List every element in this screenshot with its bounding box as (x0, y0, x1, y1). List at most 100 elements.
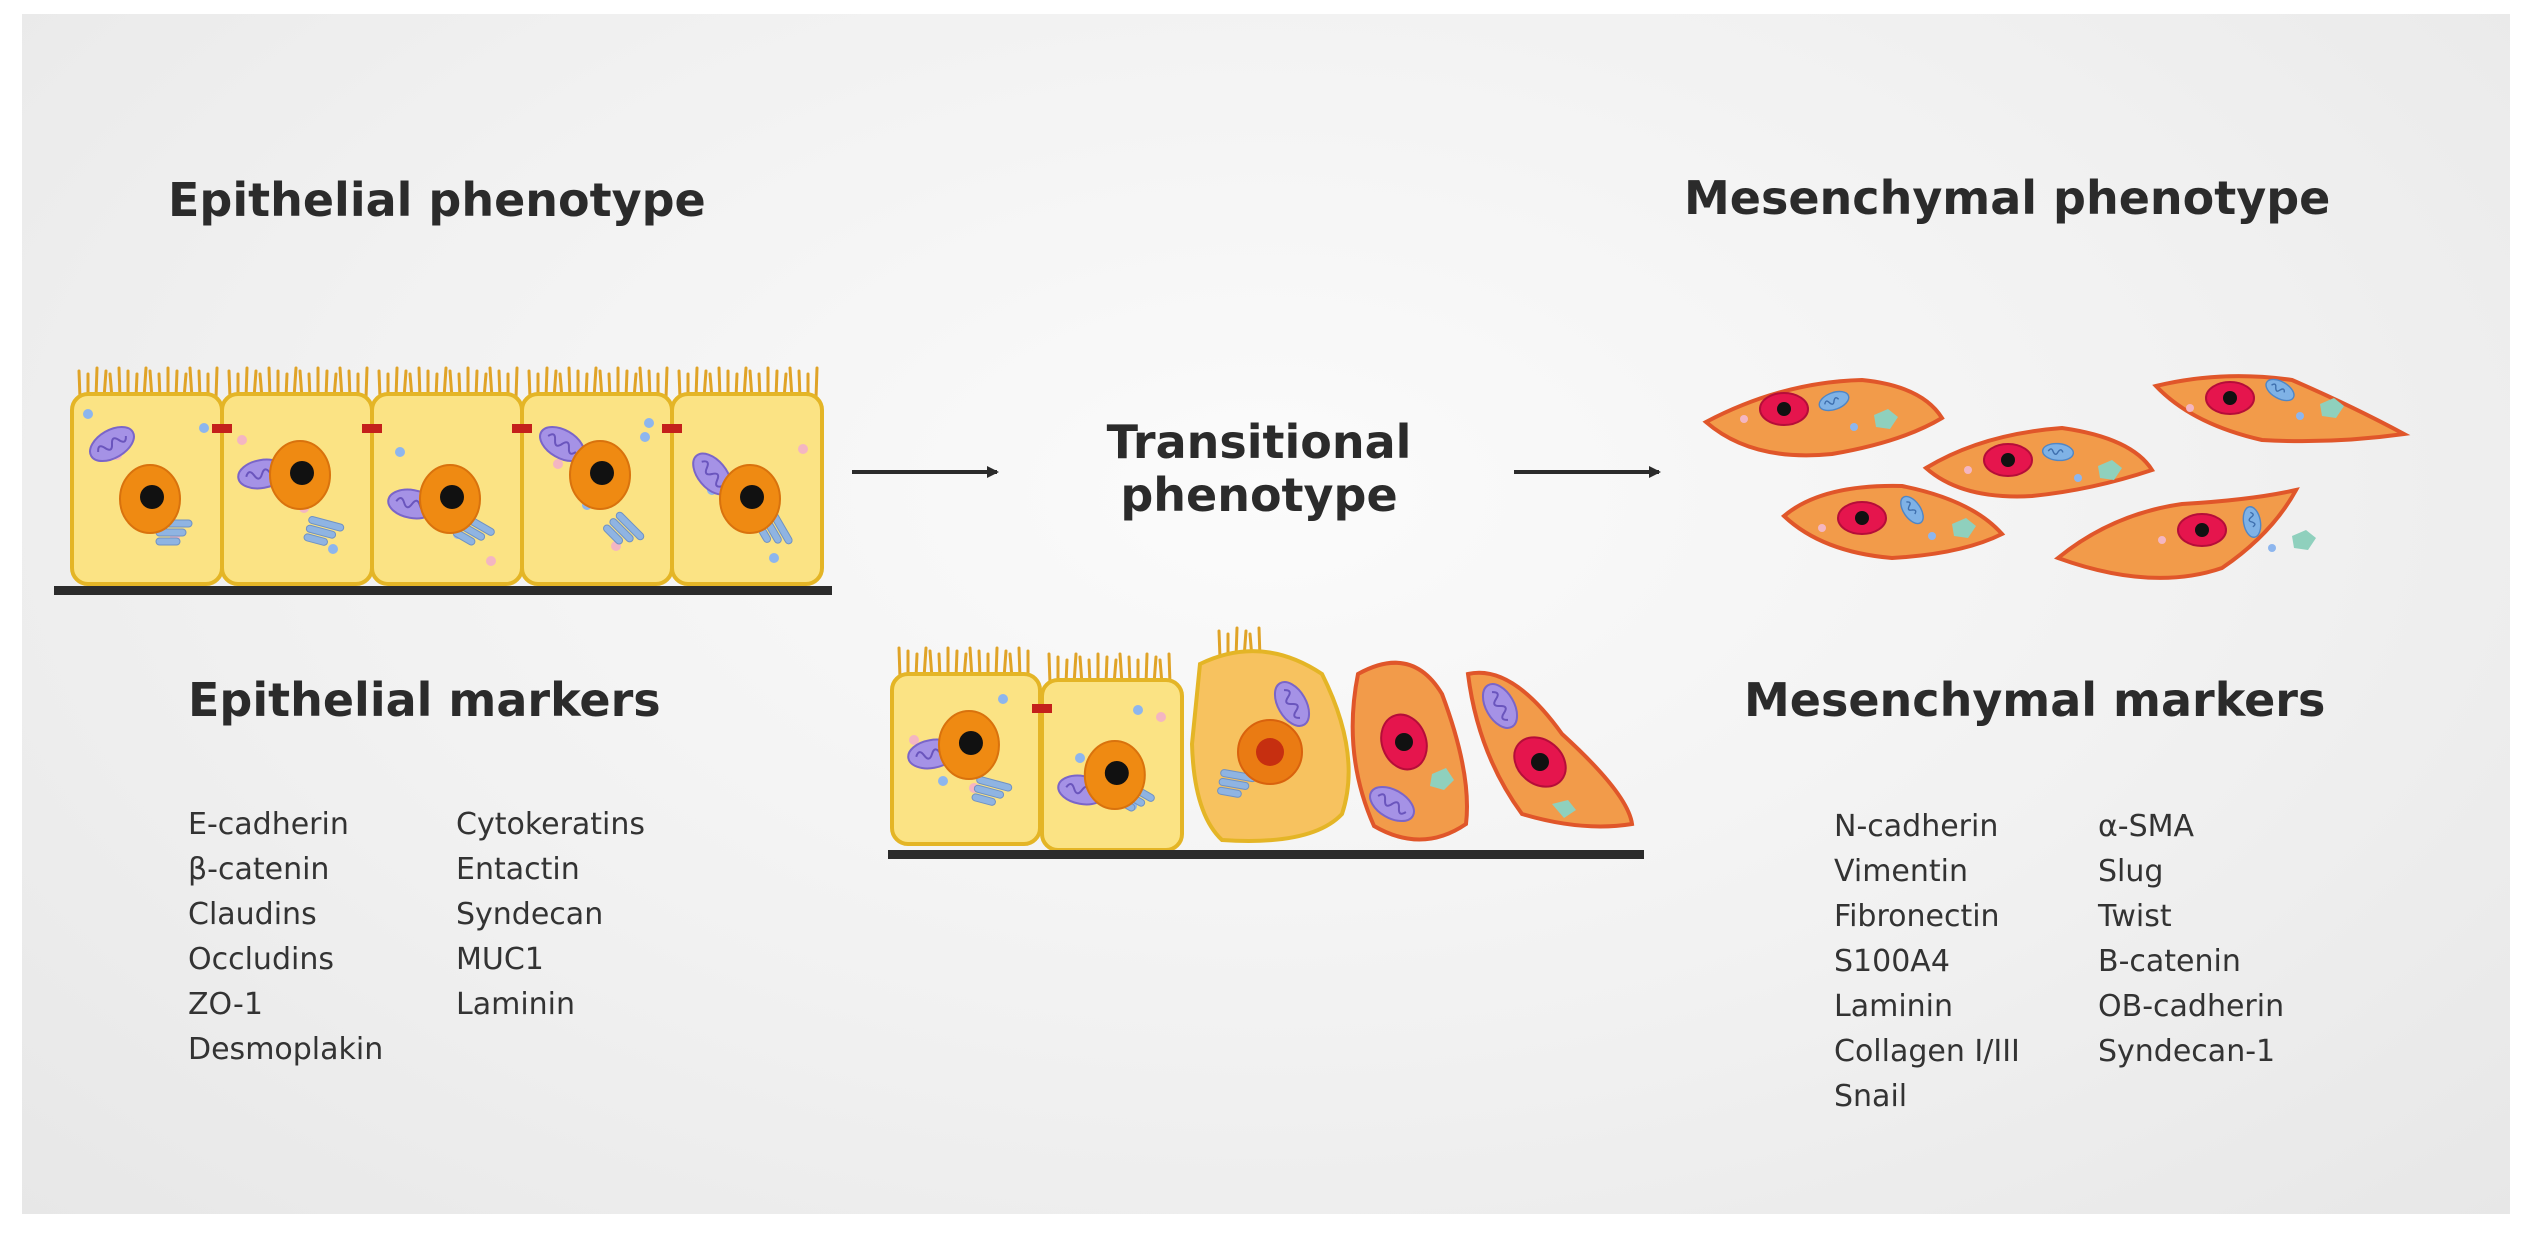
golgi-cisterna (609, 518, 634, 543)
marker-item: Entactin (456, 852, 580, 887)
epithelial-cell (70, 366, 224, 586)
mitochondrion (1273, 681, 1311, 727)
tight-junction (212, 424, 232, 433)
endoplasmic-reticulum (2320, 398, 2344, 418)
nucleolus (740, 485, 764, 509)
mitochondrion (2041, 442, 2075, 462)
golgi-apparatus (603, 511, 645, 545)
golgi-cisterna (603, 524, 624, 545)
nucleolus (1256, 738, 1284, 766)
vesicle (998, 694, 1008, 704)
vesicle (395, 447, 405, 457)
marker-item: Syndecan-1 (2098, 1034, 2276, 1069)
golgi-cisterna (976, 776, 1013, 792)
vesicle (1964, 466, 1972, 474)
mitochondrion-cristae (97, 435, 127, 453)
marker-item: N-cadherin (1834, 809, 1999, 844)
nucleolus (140, 485, 164, 509)
mesenchymal-phenotype-title: Mesenchymal phenotype (1684, 171, 2331, 225)
vesicle (1133, 705, 1143, 715)
marker-item: Β-catenin (2098, 944, 2241, 979)
nucleolus (1395, 733, 1413, 751)
mesenchymal-cell (1350, 660, 1469, 842)
vesicle (2074, 474, 2082, 482)
vesicle (2268, 544, 2276, 552)
cilia (527, 366, 669, 400)
marker-item: Laminin (456, 987, 576, 1022)
vesicle (2158, 536, 2166, 544)
mitochondrion-cristae (1491, 691, 1509, 721)
vesicle (938, 776, 948, 786)
mitochondrion-cristae (547, 433, 577, 455)
epithelial-cell (890, 646, 1042, 846)
epithelial-cell (520, 366, 674, 586)
vesicle (83, 409, 93, 419)
mesenchymal-cell (1702, 377, 1945, 458)
epithelial-markers-list-2: Cytokeratins Entactin Syndecan MUC1 Lami… (456, 802, 645, 1027)
golgi-cisterna (1217, 786, 1242, 798)
epithelial-cell (370, 366, 524, 586)
vesicle (640, 432, 650, 442)
mesenchymal-cell (2053, 487, 2316, 580)
endoplasmic-reticulum (1430, 768, 1454, 790)
vesicle (1818, 524, 1826, 532)
cilia (377, 366, 519, 400)
vesicle (2186, 404, 2194, 412)
golgi-cisterna (1218, 777, 1250, 790)
marker-item: Cytokeratins (456, 807, 646, 842)
endoplasmic-reticulum (1874, 409, 1898, 429)
golgi-cisterna (971, 793, 996, 806)
nucleolus (290, 461, 314, 485)
marker-item: Fibronectin (1834, 899, 2000, 934)
epithelial-cell (220, 366, 374, 586)
nucleolus (440, 485, 464, 509)
marker-item: α-SMA (2098, 809, 2195, 844)
marker-item: E-cadherin (188, 807, 349, 842)
mitochondrion-cristae (1283, 689, 1301, 719)
mitochondrion-cristae (1824, 397, 1840, 405)
endoplasmic-reticulum (2098, 460, 2122, 480)
marker-item: Snail (1834, 1079, 1908, 1114)
mesenchymal-markers-title: Mesenchymal markers (1744, 673, 2326, 727)
golgi-cisterna (305, 524, 337, 539)
marker-item: Collagen I/III (1834, 1034, 2020, 1069)
golgi-apparatus (303, 516, 345, 546)
vesicle (2296, 412, 2304, 420)
transitional-cell-sheet (888, 626, 1644, 859)
marker-item: Slug (2098, 854, 2164, 889)
marker-item: ZO-1 (188, 987, 263, 1022)
mesenchymal-cell (1922, 425, 2156, 499)
marker-item: Occludins (188, 942, 334, 977)
endoplasmic-reticulum (1552, 800, 1576, 818)
nucleolus (2223, 391, 2237, 405)
golgi-cisterna (615, 511, 645, 541)
vesicle (644, 418, 654, 428)
marker-item: S100A4 (1834, 944, 1950, 979)
vesicle (798, 444, 808, 454)
mitochondrion-cristae (2248, 511, 2256, 528)
mesenchymal-cell-body (1780, 483, 2006, 561)
vesicle (199, 423, 209, 433)
mesenchymal-markers-list-1: N-cadherin Vimentin Fibronectin S100A4 L… (1834, 804, 2020, 1119)
epithelial-phenotype-title: Epithelial phenotype (168, 173, 706, 227)
tight-junction (362, 424, 382, 433)
vesicle (1740, 415, 1748, 423)
mitochondrion-cristae (2047, 448, 2064, 455)
mitochondrion (2265, 378, 2295, 402)
marker-item: Syndecan (456, 897, 604, 932)
cilia (1047, 652, 1172, 686)
epithelial-markers-list-1: E-cadherin β-catenin Claudins Occludins … (188, 802, 383, 1072)
mitochondrion (1481, 683, 1519, 729)
mitochondrion (1818, 390, 1850, 412)
golgi-apparatus (1217, 769, 1257, 798)
cilia (677, 366, 819, 400)
mitochondrion (1900, 495, 1924, 525)
epithelial-markers-title: Epithelial markers (188, 673, 661, 727)
cilia (897, 646, 1030, 680)
mesenchymal-cell-cluster (1702, 374, 2411, 580)
vesicle (486, 556, 496, 566)
emt-diagram: Epithelial phenotype Mesenchymal phenoty… (22, 14, 2510, 1214)
nucleolus (958, 731, 983, 755)
golgi-apparatus (971, 776, 1013, 806)
mesenchymal-cell-body (2053, 487, 2300, 580)
